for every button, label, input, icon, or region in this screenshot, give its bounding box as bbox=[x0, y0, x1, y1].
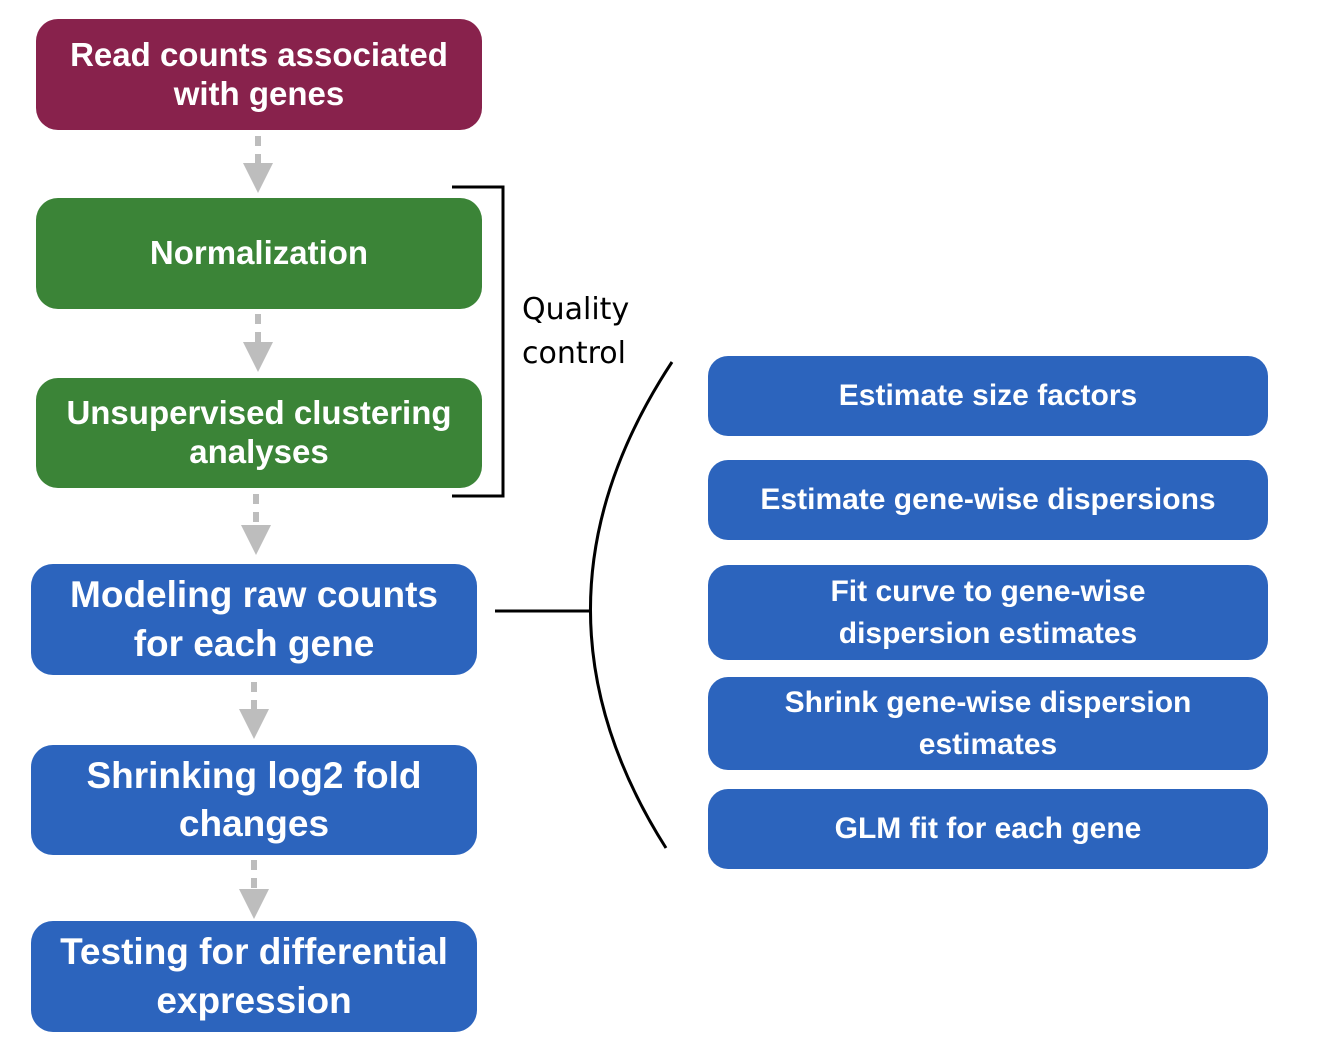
substeps-curve-bracket bbox=[589, 361, 674, 849]
step-unsupervised-clustering: Unsupervised clustering analyses bbox=[36, 378, 482, 488]
substep-estimate-size-factors: Estimate size factors bbox=[708, 356, 1268, 436]
step-shrinking-log2-fold-changes: Shrinking log2 fold changes bbox=[31, 745, 477, 855]
step-testing-differential-expression: Testing for differential expression bbox=[31, 921, 477, 1032]
step-read-counts: Read counts associated with genes bbox=[36, 19, 482, 130]
quality-control-bracket bbox=[452, 185, 505, 498]
quality-control-label: Quality control bbox=[522, 292, 630, 371]
step-normalization: Normalization bbox=[36, 198, 482, 309]
step-modeling-raw-counts: Modeling raw counts for each gene bbox=[31, 564, 477, 675]
substep-estimate-gene-wise-dispersions: Estimate gene-wise dispersions bbox=[708, 460, 1268, 540]
substep-shrink-dispersion: Shrink gene-wise dispersion estimates bbox=[708, 677, 1268, 770]
substep-glm-fit: GLM fit for each gene bbox=[708, 789, 1268, 869]
substep-fit-curve: Fit curve to gene-wise dispersion estima… bbox=[708, 565, 1268, 660]
